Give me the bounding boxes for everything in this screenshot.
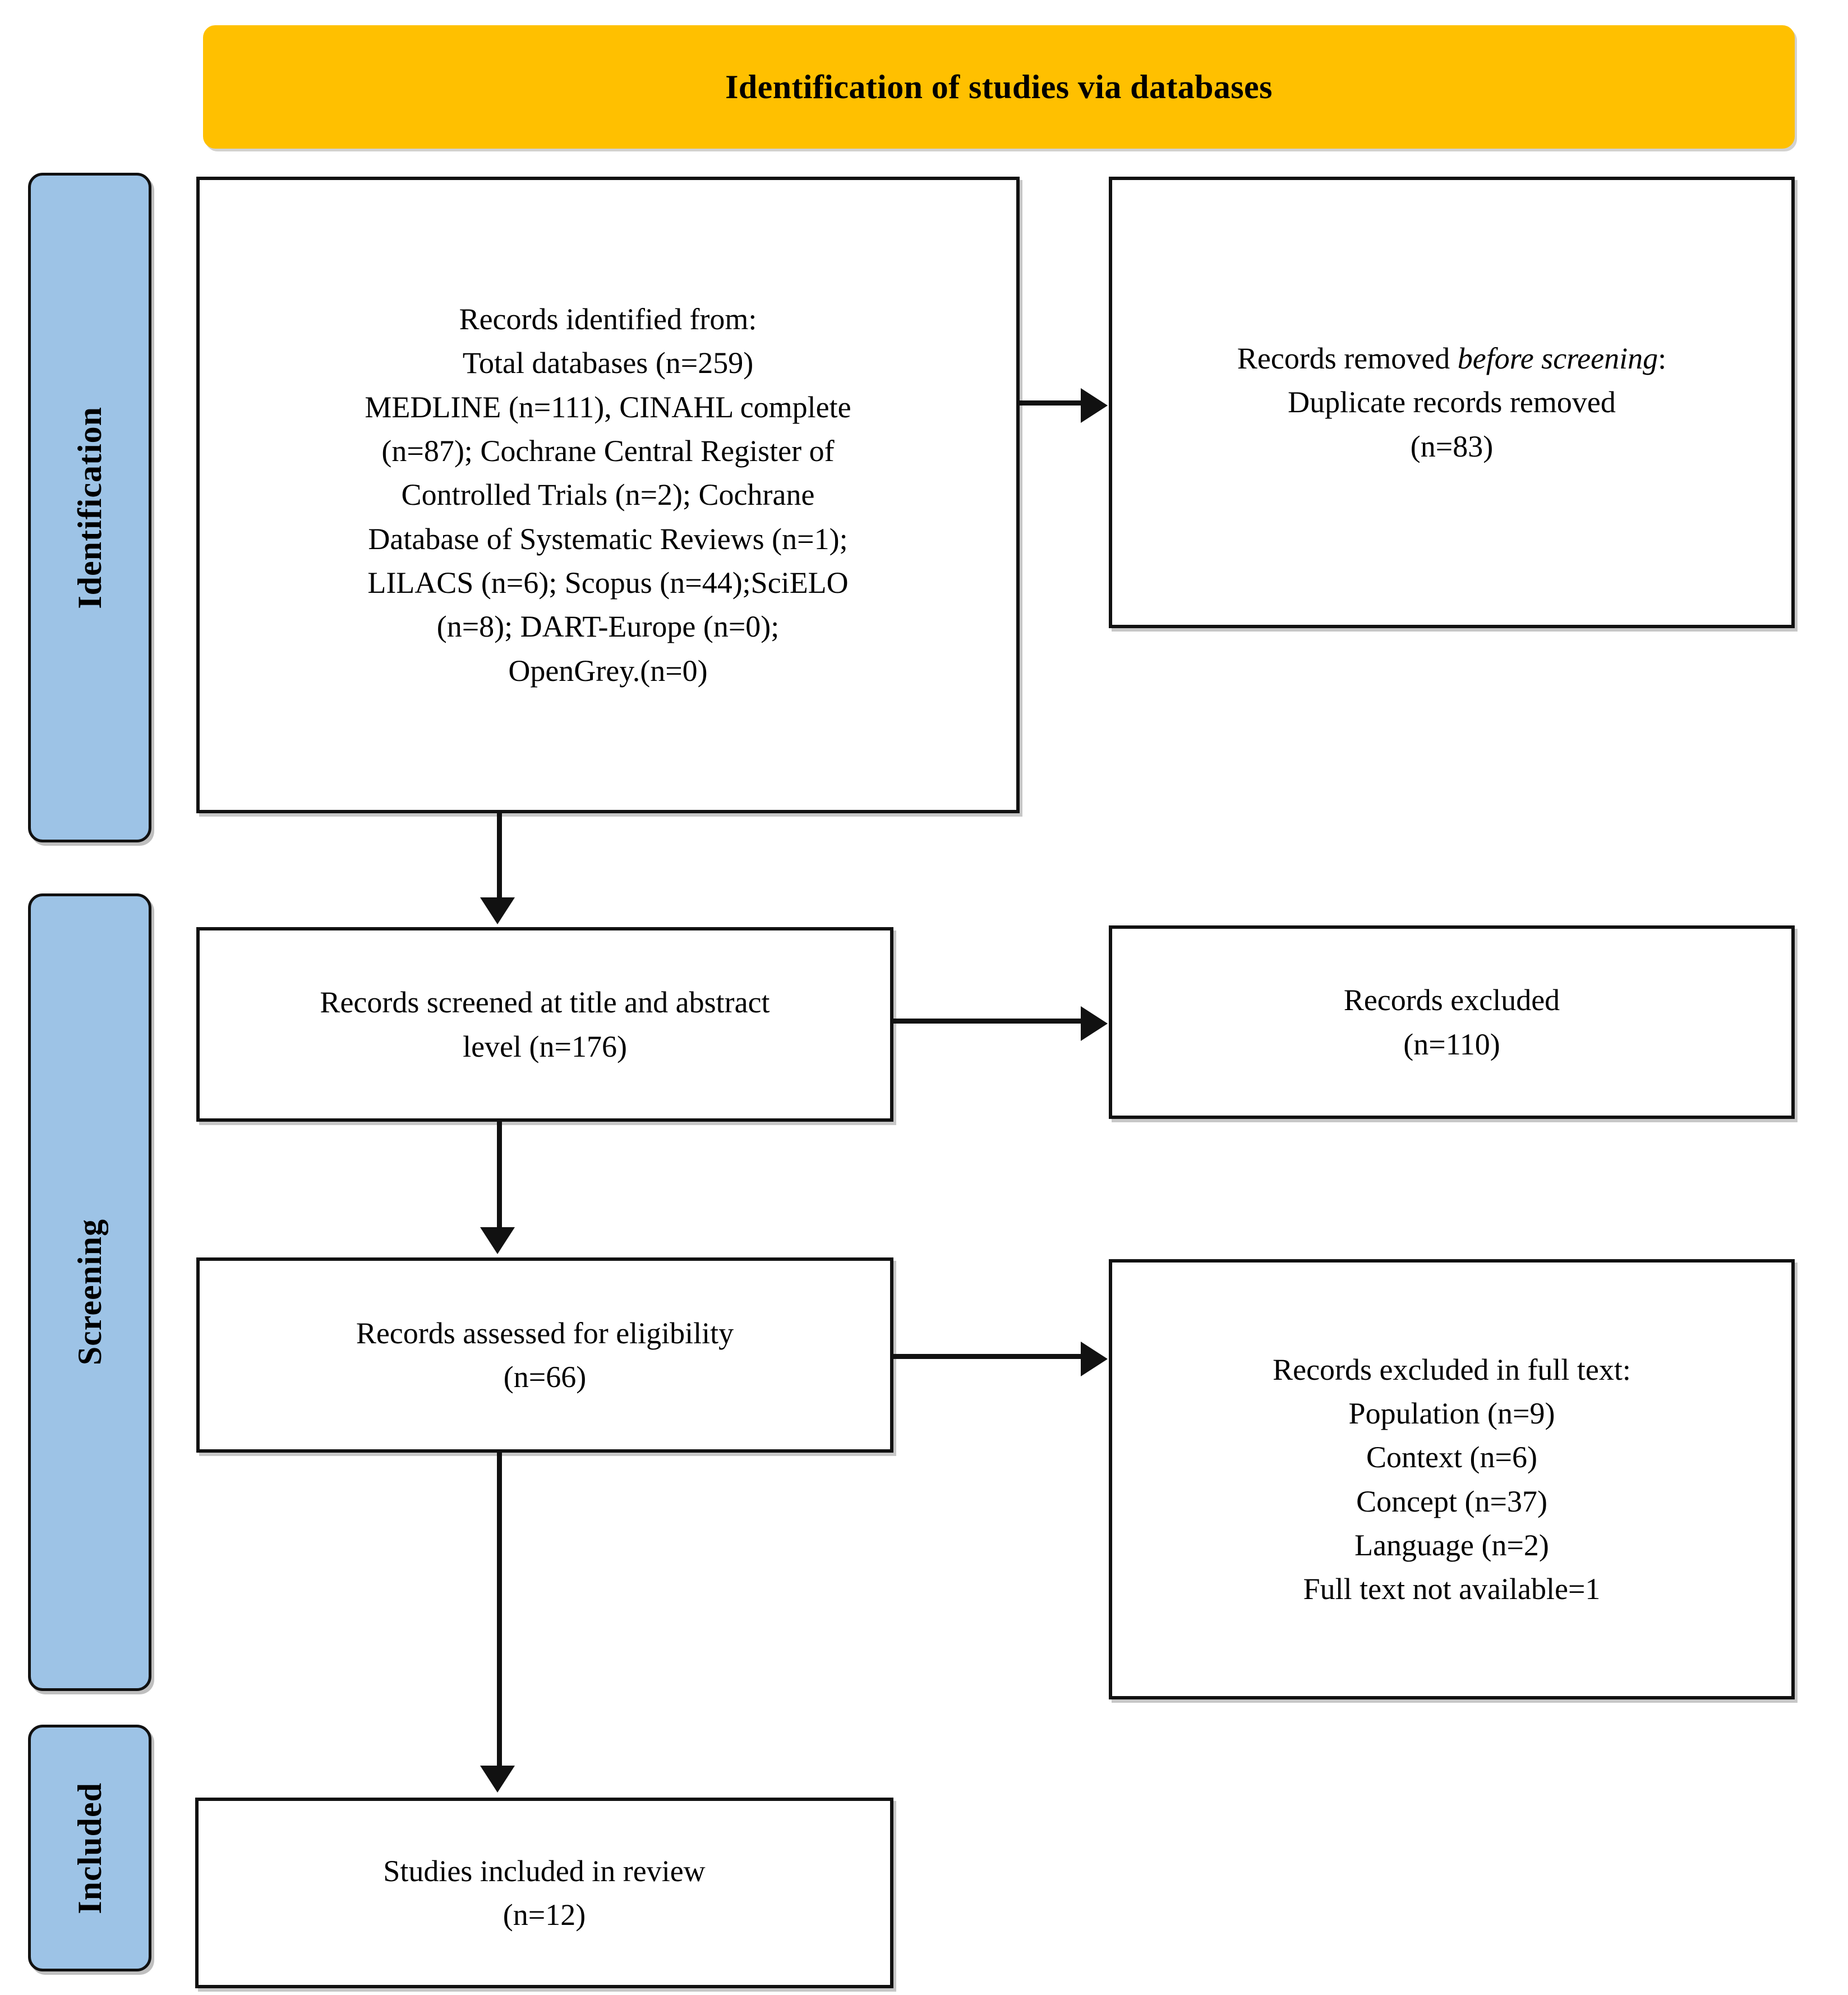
node-line: MEDLINE (n=111), CINAHL complete <box>365 390 851 424</box>
node-line: OpenGrey.(n=0) <box>508 653 708 688</box>
node-records-removed-before-screening: Records removed before screening: Duplic… <box>1109 177 1795 628</box>
stage-label-included: Included <box>28 1725 151 1971</box>
connector-screened-to-excluded <box>893 1019 1084 1024</box>
stage-label-screening-text: Screening <box>71 1219 108 1366</box>
node-line: (n=83) <box>1410 429 1494 463</box>
node-records-excluded-full-text: Records excluded in full text: Populatio… <box>1109 1259 1795 1699</box>
node-line-prefix: Records removed <box>1237 342 1458 376</box>
node-line: Records screened at title and abstract <box>320 985 770 1020</box>
node-line: Database of Systematic Reviews (n=1); <box>368 522 848 556</box>
stage-label-identification-text: Identification <box>71 406 108 609</box>
node-line: Records assessed for eligibility <box>356 1316 734 1350</box>
page-title: Identification of studies via databases <box>725 68 1273 105</box>
node-records-assessed-for-eligibility: Records assessed for eligibility (n=66) <box>196 1257 893 1453</box>
stage-label-included-text: Included <box>71 1782 108 1914</box>
arrow-right-icon <box>1081 388 1108 423</box>
diagram-header-banner: Identification of studies via databases <box>203 25 1795 149</box>
node-line: LILACS (n=6); Scopus (n=44);SciELO <box>367 565 849 600</box>
connector-eligibility-to-included <box>497 1453 502 1768</box>
node-line: (n=110) <box>1403 1027 1500 1061</box>
node-records-identified: Records identified from: Total databases… <box>196 177 1020 813</box>
node-line: Language (n=2) <box>1354 1528 1549 1562</box>
connector-identified-to-removed <box>1020 400 1085 406</box>
connector-eligibility-to-fulltext-excluded <box>893 1354 1084 1359</box>
arrow-down-icon <box>480 1227 515 1254</box>
node-line: Context (n=6) <box>1366 1440 1537 1475</box>
node-line: Records excluded in full text: <box>1273 1352 1631 1386</box>
node-records-excluded: Records excluded (n=110) <box>1109 925 1795 1119</box>
node-line: (n=8); DART-Europe (n=0); <box>436 610 780 644</box>
node-line: (n=87); Cochrane Central Register of <box>381 434 835 468</box>
node-line: Records removed before screening: <box>1237 337 1666 380</box>
node-line: Full text not available=1 <box>1303 1572 1601 1606</box>
node-line: Duplicate records removed <box>1288 385 1616 420</box>
arrow-down-icon <box>480 897 515 924</box>
node-line: Concept (n=37) <box>1356 1484 1547 1518</box>
node-line: Records identified from: <box>459 302 757 337</box>
stage-label-identification: Identification <box>28 173 151 842</box>
connector-screened-to-eligibility <box>497 1122 502 1229</box>
arrow-right-icon <box>1081 1006 1108 1041</box>
node-line: Total databases (n=259) <box>462 346 754 380</box>
arrow-right-icon <box>1081 1342 1108 1376</box>
node-line: (n=66) <box>503 1360 587 1394</box>
node-line: Studies included in review <box>383 1854 706 1888</box>
node-line: (n=12) <box>503 1898 586 1932</box>
node-line-suffix: : <box>1658 342 1667 376</box>
node-line: level (n=176) <box>463 1029 627 1063</box>
stage-label-screening: Screening <box>28 893 151 1691</box>
node-line: Population (n=9) <box>1348 1396 1555 1430</box>
node-line: Controlled Trials (n=2); Cochrane <box>401 478 815 512</box>
node-line-emphasis: before screening <box>1457 342 1658 376</box>
node-line: Records excluded <box>1343 983 1560 1017</box>
connector-identified-to-screened <box>497 813 502 902</box>
arrow-down-icon <box>480 1766 515 1793</box>
node-records-screened: Records screened at title and abstract l… <box>196 927 893 1122</box>
node-studies-included: Studies included in review (n=12) <box>195 1798 893 1988</box>
